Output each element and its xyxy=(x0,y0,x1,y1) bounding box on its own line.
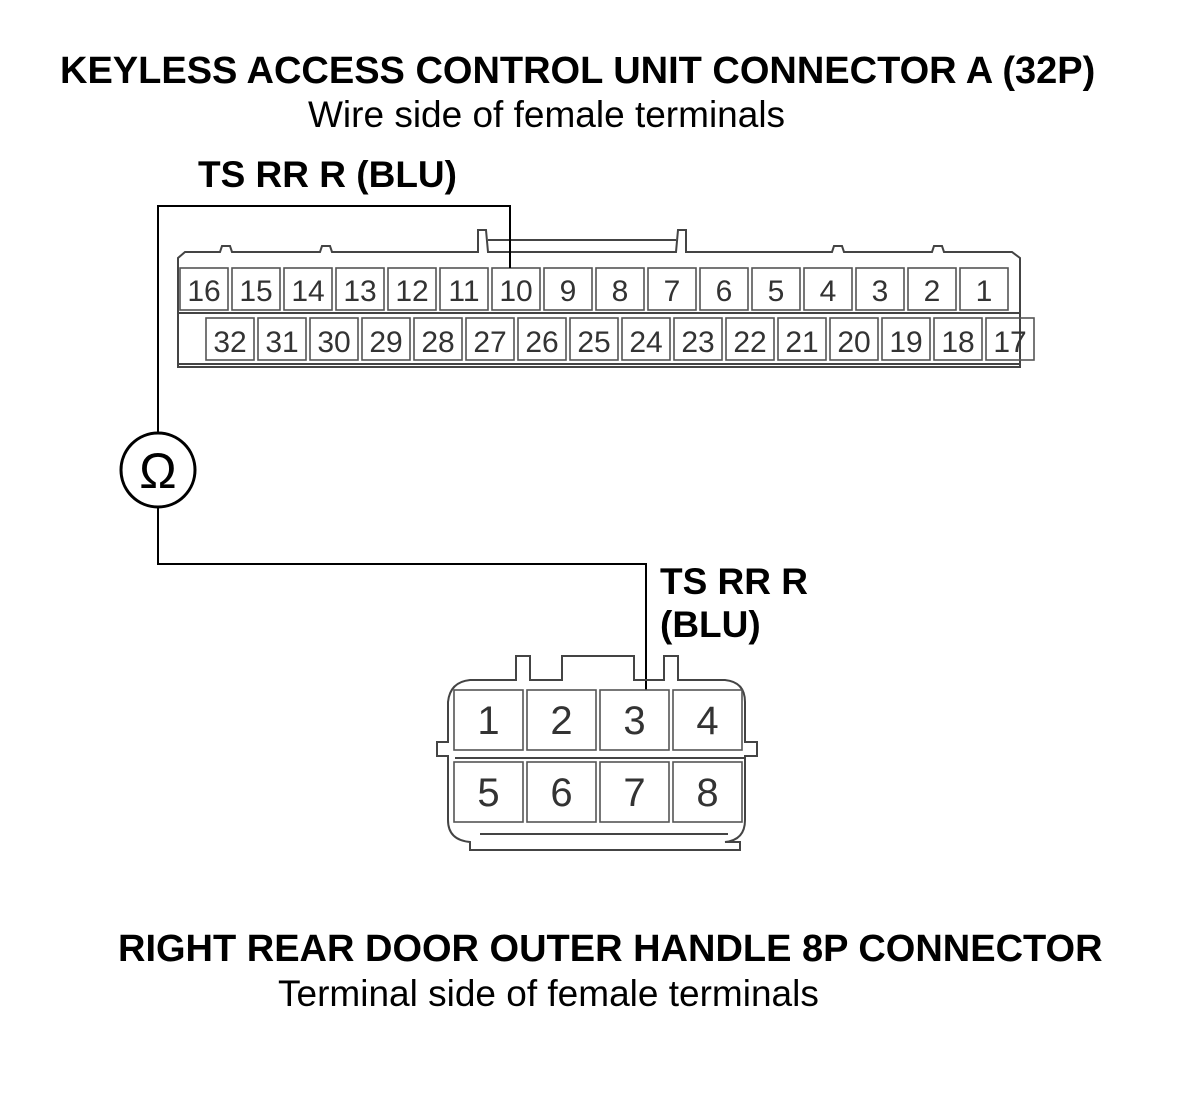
connector-a-pin-cavity xyxy=(699,267,749,311)
connector-a-pin-label: 22 xyxy=(733,326,766,359)
connector-a-pin-label: 8 xyxy=(612,275,629,308)
connector-a-pin-label: 18 xyxy=(941,326,974,359)
connector-b-pin-label: 4 xyxy=(696,699,718,743)
connector-a-pin-label: 6 xyxy=(716,275,733,308)
connector-a-pin-cavity xyxy=(517,317,567,361)
connector-a-pin-cavity xyxy=(387,267,437,311)
connector-a-bottom-row: 32 31 30 29 28 27 26 25 24 23 22 21 20 19 18 17 xyxy=(205,317,1035,361)
connector-b-pin-cavity xyxy=(526,761,597,823)
connector-b-pin-cavity xyxy=(672,689,743,751)
connector-a-pin-label: 25 xyxy=(577,326,610,359)
connector-a-pin-label: 17 xyxy=(993,326,1026,359)
connector-a-pin-cavity xyxy=(439,267,489,311)
connector-a-probe-label: TS RR R (BLU) xyxy=(198,154,457,195)
connector-a-pin-cavity xyxy=(179,267,229,311)
connector-a-pin-cavity xyxy=(829,317,879,361)
connector-a-pin-cavity xyxy=(595,267,645,311)
connector-a-pin-label: 13 xyxy=(343,275,376,308)
connector-b-pin-label: 5 xyxy=(477,771,499,815)
connector-a-pin-cavity xyxy=(569,317,619,361)
connector-a-pin-label: 7 xyxy=(664,275,681,308)
ohmmeter-icon: Ω xyxy=(119,431,197,509)
connector-a-top-row: 16 15 14 13 12 11 10 9 8 7 6 5 4 3 2 1 xyxy=(179,267,1009,311)
connector-a-pin-cavity xyxy=(491,267,541,311)
connector-a-pin-cavity xyxy=(621,317,671,361)
connector-a-pin-label: 27 xyxy=(473,326,506,359)
connector-a-pin-label: 10 xyxy=(499,275,532,308)
connector-b-probe-label-line2: (BLU) xyxy=(660,604,761,645)
connector-a-pin-cavity xyxy=(543,267,593,311)
probe-wire-b xyxy=(157,507,647,690)
connector-a-pin-label: 24 xyxy=(629,326,662,359)
connector-a-pin-cavity xyxy=(959,267,1009,311)
connector-a-pin-cavity xyxy=(361,317,411,361)
connector-a-pin-label: 31 xyxy=(265,326,298,359)
connector-a-pin-cavity xyxy=(283,267,333,311)
connector-a-pin-label: 3 xyxy=(872,275,889,308)
connector-a-pin-cavity xyxy=(257,317,307,361)
connector-b-pin-cavity xyxy=(599,761,670,823)
connector-b-pin-label: 6 xyxy=(550,771,572,815)
connector-b-subtitle: Terminal side of female terminals xyxy=(278,973,819,1014)
connector-a-pin-label: 12 xyxy=(395,275,428,308)
connector-a-pin-cavity xyxy=(725,317,775,361)
connector-a-pin-label: 28 xyxy=(421,326,454,359)
connector-a-pin-cavity xyxy=(855,267,905,311)
connector-a-pin-label: 4 xyxy=(820,275,837,308)
connector-a-pin-cavity xyxy=(205,317,255,361)
connector-a-pin-cavity xyxy=(751,267,801,311)
connector-a-pin-label: 2 xyxy=(924,275,941,308)
connector-a-pin-cavity xyxy=(881,317,931,361)
connector-b-pin-cavity xyxy=(672,761,743,823)
connector-a-pin-cavity xyxy=(985,317,1035,361)
connector-a-pin-cavity xyxy=(465,317,515,361)
connector-a-pin-label: 5 xyxy=(768,275,785,308)
connector-a-pin-label: 9 xyxy=(560,275,577,308)
connector-a-pin-cavity xyxy=(413,317,463,361)
connector-a-pin-label: 23 xyxy=(681,326,714,359)
connector-a-title: KEYLESS ACCESS CONTROL UNIT CONNECTOR A … xyxy=(60,50,1096,92)
connector-b-pin-cavity xyxy=(453,761,524,823)
connector-a-pin-label: 16 xyxy=(187,275,220,308)
connector-b-pin-label: 2 xyxy=(550,699,572,743)
connector-a-subtitle: Wire side of female terminals xyxy=(308,94,786,135)
connector-b-pin-label: 7 xyxy=(623,771,645,815)
connector-a-pin-label: 32 xyxy=(213,326,246,359)
connector-b-bottom-row: 5 6 7 8 xyxy=(453,761,743,823)
connector-a-pin-cavity xyxy=(309,317,359,361)
connector-a-pin-label: 26 xyxy=(525,326,558,359)
connector-b-top-row: 1 2 3 4 xyxy=(453,689,743,751)
connector-a-pin-cavity xyxy=(647,267,697,311)
connector-b-pin-cavity xyxy=(453,689,524,751)
connector-a-body xyxy=(177,229,1021,368)
connector-b-title: RIGHT REAR DOOR OUTER HANDLE 8P CONNECTO… xyxy=(118,928,1103,970)
connector-a-pin-label: 21 xyxy=(785,326,818,359)
connector-a-pin-label: 1 xyxy=(976,275,993,308)
connector-a-pin-label: 11 xyxy=(448,275,479,308)
connector-a-pin-label: 20 xyxy=(837,326,870,359)
connector-b-pin-label: 3 xyxy=(623,699,645,743)
connector-a-pin-label: 19 xyxy=(889,326,922,359)
connector-a-pin-label: 15 xyxy=(239,275,272,308)
connector-b-pin-cavity xyxy=(599,689,670,751)
connector-a-pin-cavity xyxy=(933,317,983,361)
connector-b-pin-label: 1 xyxy=(477,699,499,743)
connector-b-probe-label-line1: TS RR R xyxy=(660,561,808,602)
connector-b-pin-cavity xyxy=(526,689,597,751)
connector-b-body xyxy=(436,655,758,851)
connector-a-pin-cavity xyxy=(335,267,385,311)
connector-a-pin-label: 29 xyxy=(369,326,402,359)
ohm-symbol: Ω xyxy=(139,443,176,499)
connector-a-pin-label: 30 xyxy=(317,326,350,359)
connector-a-pin-cavity xyxy=(907,267,957,311)
connector-a-pin-label: 14 xyxy=(291,275,324,308)
connector-a-pin-cavity xyxy=(673,317,723,361)
connector-a-pin-cavity xyxy=(231,267,281,311)
connector-a-pin-cavity xyxy=(777,317,827,361)
probe-wire-a xyxy=(157,205,511,432)
connector-b-pin-label: 8 xyxy=(696,771,718,815)
connector-a-pin-cavity xyxy=(803,267,853,311)
